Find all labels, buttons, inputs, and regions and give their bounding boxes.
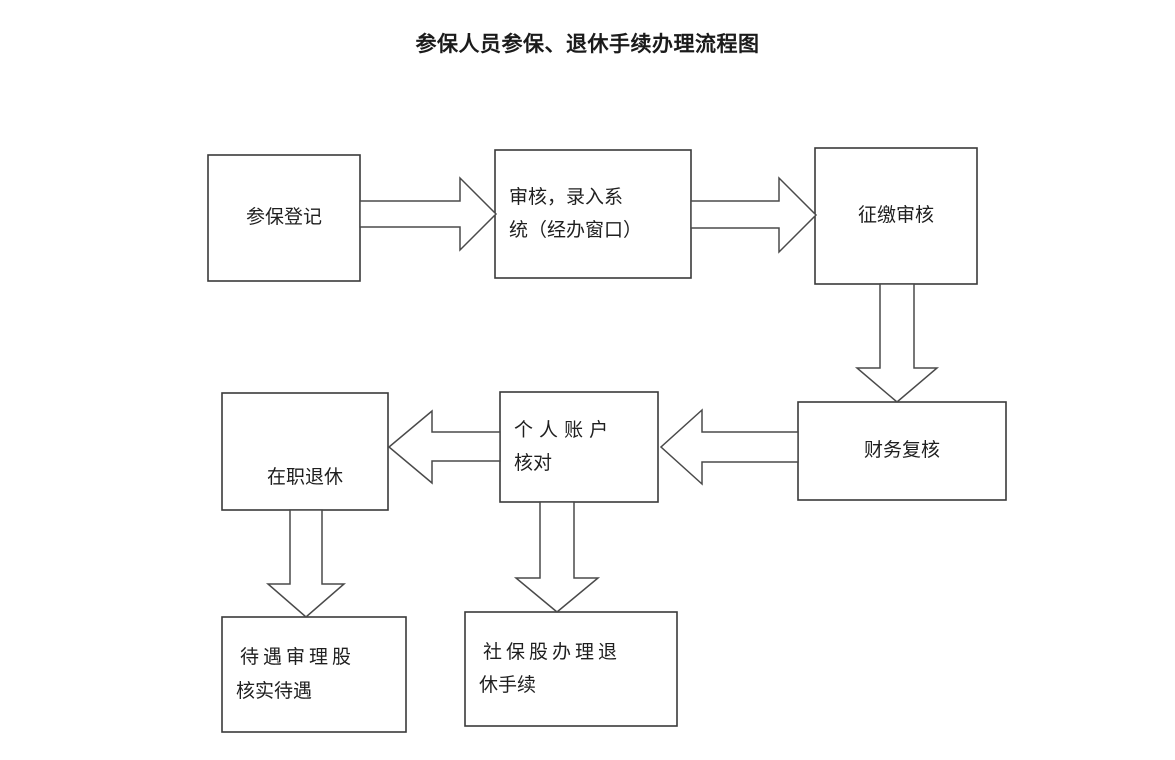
arrow-shenhe-to-zhengjiao bbox=[690, 176, 818, 254]
arrow-geren-to-shebao bbox=[513, 501, 601, 613]
node-box-zaizhi-tuixiu[interactable] bbox=[221, 392, 389, 511]
page-title: 参保人员参保、退休手续办理流程图 bbox=[415, 32, 760, 56]
node-box-daiyu-shenli-gu[interactable] bbox=[221, 616, 407, 733]
node-box-geren-zhanghu-hedui[interactable] bbox=[499, 391, 659, 503]
node-box-caiwu-fuhe[interactable] bbox=[797, 401, 1007, 501]
node-box-shebao-gu-tuixiu[interactable] bbox=[464, 611, 678, 727]
arrow-geren-to-zaizhi bbox=[387, 409, 501, 485]
arrow-canbao-to-shenhe bbox=[359, 176, 498, 252]
node-box-shenhe-luru-xitong[interactable] bbox=[494, 149, 692, 279]
node-box-zhengjiao-shenhe[interactable] bbox=[814, 147, 978, 285]
arrow-caiwu-to-geren bbox=[659, 408, 799, 486]
arrow-zaizhi-to-daiyu bbox=[265, 509, 347, 618]
arrow-zhengjiao-to-caiwu bbox=[854, 283, 940, 403]
node-box-canbao-dengji[interactable] bbox=[207, 154, 361, 282]
